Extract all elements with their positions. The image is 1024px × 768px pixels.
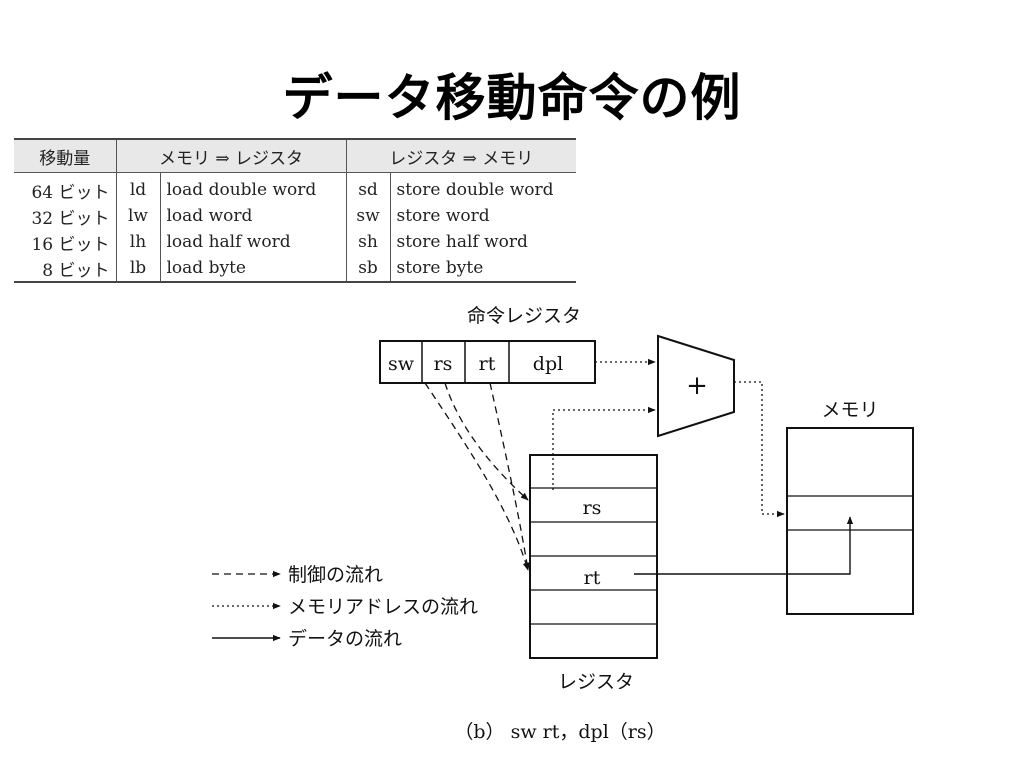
- size-cell: 8 ビット: [14, 255, 116, 283]
- control-flow-rs-arrow: [444, 382, 529, 501]
- data-flow-arrow: [634, 516, 854, 575]
- size-cell: 64 ビット: [31, 182, 110, 203]
- memory-label: メモリ: [821, 399, 878, 421]
- instruction-table: 移動量 メモリ ⇒ レジスタ レジスタ ⇒ メモリ 64 ビット ld load…: [14, 138, 576, 283]
- field-rt: rt: [479, 353, 496, 375]
- store-op-cell: sw: [345, 203, 390, 229]
- field-dpl: dpl: [533, 353, 563, 375]
- diagram-caption: （b） sw rt，dpl（rs）: [454, 721, 665, 743]
- store-name-cell: store word: [389, 203, 576, 229]
- adder-plus-symbol: +: [686, 371, 708, 401]
- register-rt-label: rt: [584, 567, 601, 589]
- size-cell: 16 ビット: [31, 234, 110, 255]
- load-name-cell: load half word: [159, 229, 346, 255]
- register-file-label: レジスタ: [558, 671, 634, 693]
- table-row: 8 ビット lb load byte sb store byte: [14, 255, 576, 283]
- legend-data-label: データの流れ: [288, 628, 402, 650]
- header-register-to-memory: レジスタ ⇒ メモリ: [345, 138, 576, 173]
- table-row: 16 ビット lh load half word sh store half w…: [14, 229, 576, 255]
- control-flow-rt-arrow-a: [424, 382, 529, 571]
- table-row: 32 ビット lw load word sw store word: [14, 203, 576, 229]
- table-row: 64 ビット ld load double word sd store doub…: [14, 172, 576, 203]
- address-flow-rs-arrow: [552, 406, 656, 490]
- load-op-cell: lh: [115, 229, 160, 255]
- slide-title: データ移動命令の例: [282, 69, 742, 127]
- load-name-cell: load word: [159, 203, 346, 229]
- memory-block: [786, 427, 914, 615]
- store-op-cell: sd: [345, 172, 390, 203]
- load-name-cell: load byte: [159, 255, 346, 283]
- control-flow-rt-arrow-b: [489, 382, 531, 571]
- legend: 制御の流れ メモリアドレスの流れ データの流れ: [212, 564, 478, 650]
- store-op-cell: sb: [345, 255, 390, 283]
- store-name-cell: store double word: [389, 172, 576, 203]
- header-transfer-size: 移動量: [14, 138, 116, 173]
- legend-address-label: メモリアドレスの流れ: [288, 596, 478, 618]
- store-name-cell: store half word: [389, 229, 576, 255]
- legend-control-label: 制御の流れ: [288, 564, 383, 586]
- load-op-cell: lb: [115, 255, 160, 283]
- adder: [657, 334, 735, 438]
- store-name-cell: store byte: [389, 255, 576, 283]
- register-rs-label: rs: [583, 497, 602, 519]
- address-flow-memory-arrow: [734, 381, 785, 518]
- field-opcode: sw: [388, 353, 415, 375]
- instruction-register-label: 命令レジスタ: [467, 305, 581, 327]
- instruction-register: sw rs rt dpl: [379, 340, 596, 384]
- store-op-cell: sh: [345, 229, 390, 255]
- header-memory-to-register: メモリ ⇒ レジスタ: [115, 138, 346, 173]
- table-header-row: 移動量 メモリ ⇒ レジスタ レジスタ ⇒ メモリ: [14, 138, 576, 173]
- load-op-cell: ld: [115, 172, 160, 203]
- load-name-cell: load double word: [159, 172, 346, 203]
- load-op-cell: lw: [115, 203, 160, 229]
- field-rs: rs: [434, 353, 453, 375]
- size-cell: 32 ビット: [31, 208, 110, 229]
